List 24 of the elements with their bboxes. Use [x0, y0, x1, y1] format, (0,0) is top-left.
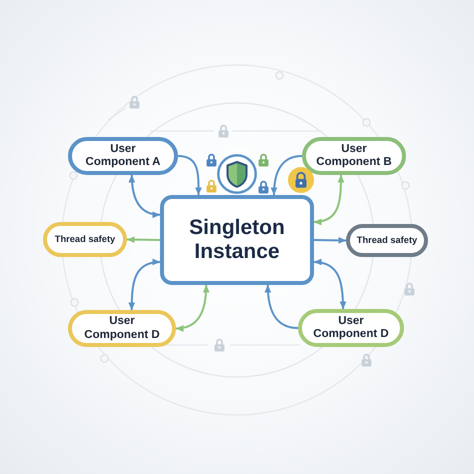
component-label: User Component A	[84, 142, 162, 170]
component-label: User Component D	[312, 314, 390, 342]
double-arrow	[176, 284, 210, 332]
instance-title: Singleton Instance	[188, 216, 286, 264]
component-label: User Component B	[315, 142, 393, 170]
component-label: User Component D	[83, 315, 161, 342]
arrow	[314, 237, 346, 244]
arrow	[126, 236, 160, 243]
component-pill	[302, 137, 406, 175]
note-pill	[346, 224, 428, 257]
component-pill	[68, 310, 176, 347]
double-arrow	[314, 259, 346, 310]
arrow	[270, 155, 302, 196]
arrow	[178, 155, 202, 196]
note-pill	[43, 222, 127, 257]
arrow	[264, 284, 298, 329]
double-arrow	[128, 259, 160, 310]
double-arrow	[128, 174, 160, 218]
component-pill	[68, 137, 178, 175]
note-text: Thread safety	[54, 234, 116, 245]
instance-box	[160, 195, 314, 285]
component-pill	[298, 309, 404, 347]
double-arrow	[314, 174, 344, 225]
note-text: Thread safety	[356, 235, 418, 246]
